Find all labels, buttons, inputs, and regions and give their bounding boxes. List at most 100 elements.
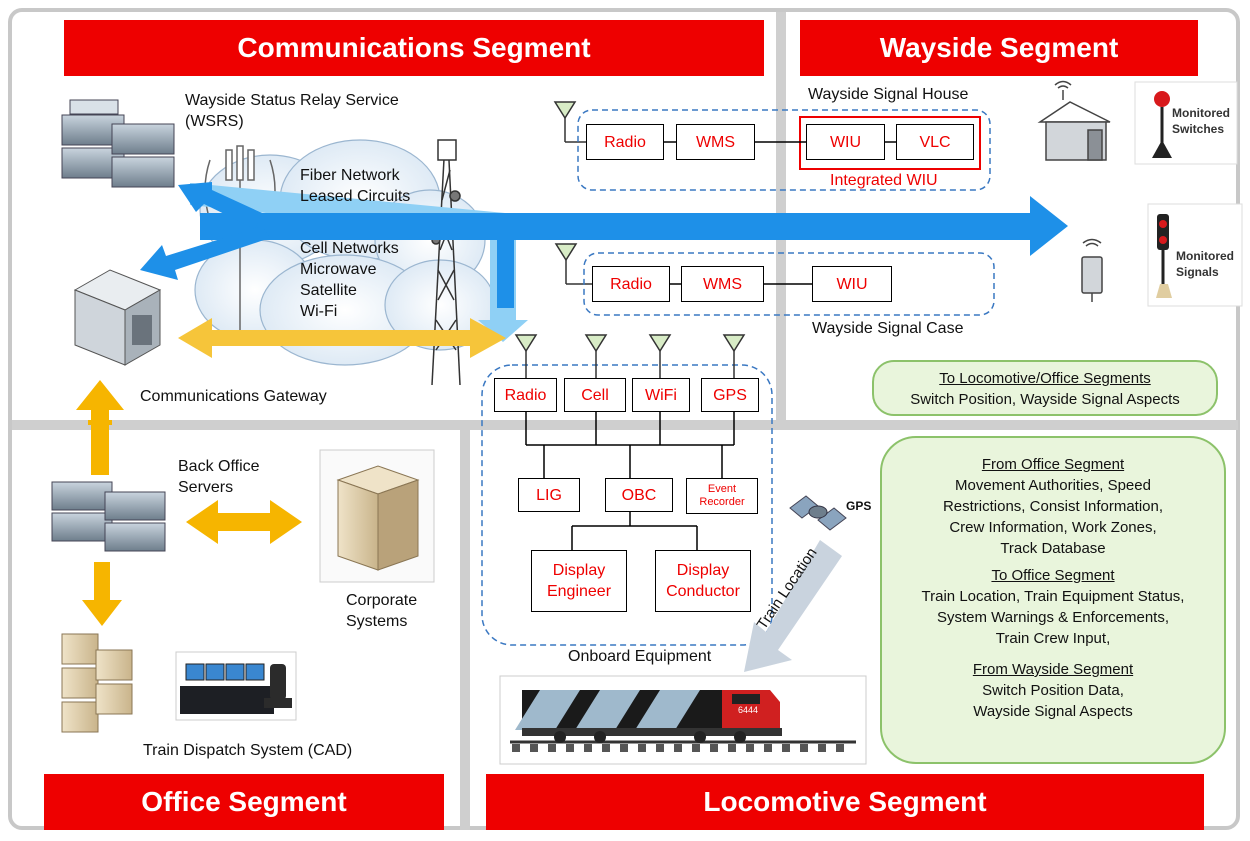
gateway-server-icon [73,269,162,366]
from-office-line1: Movement Authorities, Speed [955,477,1151,494]
display-conductor-line2: Conductor [666,583,740,600]
gps-satellite-label: GPS [846,499,872,513]
back-office-line2: Servers [178,479,234,496]
antenna-house-icon [553,101,586,143]
network-microwave: Microwave [300,261,377,278]
onboard-cell-box: Cell [564,378,626,412]
monitored-switches-label: Monitored Switches [1172,105,1230,137]
onboard-dashed [481,364,773,646]
corporate-line1: Corporate [346,592,418,609]
wsrs-label-line2: (WSRS) [185,113,244,130]
monitored-signals-line1: Monitored [1176,249,1234,263]
info-box: From Office Segment Movement Authorities… [880,436,1226,764]
house-wms-box: WMS [676,124,755,160]
onboard-radio-box: Radio [494,378,557,412]
signal-house-icon [1037,80,1111,161]
from-office-line2: Restrictions, Consist Information, [942,498,1164,515]
dispatch-server-icon [61,633,133,733]
from-wayside-title: From Wayside Segment [972,661,1134,678]
wsrs-label-line1: Wayside Status Relay Service [185,92,399,109]
gold-arrow-comm [178,318,506,358]
signal-house-label: Wayside Signal House [808,86,969,103]
from-office-line3: Crew Information, Work Zones, [949,519,1157,536]
network-satellite: Satellite [300,282,357,299]
case-radio-box: Radio [592,266,670,302]
display-engineer-line2: Engineer [546,583,612,600]
house-wiu-box: WIU [806,124,885,160]
locomotive-icon [499,675,867,765]
signal-case-label: Wayside Signal Case [812,320,964,337]
back-office-label: Back Office Servers [178,456,260,498]
network-fiber: Fiber Network [300,167,400,184]
case-wms-box: WMS [681,266,764,302]
from-wayside-line1: Switch Position Data, [982,682,1124,699]
monitored-signals-label: Monitored Signals [1176,248,1234,280]
signal-house-dashed [577,109,991,191]
gold-arrow-dispatch-shaft [94,562,110,602]
to-office-title: To Office Segment [991,567,1115,584]
gateway-label: Communications Gateway [140,388,327,405]
case-wiu-box: WIU [812,266,892,302]
monitored-signal-icon [1147,203,1243,307]
locomotive-segment-banner: Locomotive Segment [486,774,1204,830]
network-wifi: Wi-Fi [300,303,338,320]
signal-case-icon [1081,238,1103,302]
to-loco-office-title: To Locomotive/Office Segments [939,370,1151,387]
to-office-line3: Train Crew Input, [995,630,1111,647]
integrated-wiu-outline [799,116,981,170]
display-conductor-line1: Display [676,562,730,579]
onboard-wifi-box: WiFi [632,378,690,412]
antenna-case-icon [554,243,592,285]
house-vlc-box: VLC [896,124,974,160]
onboard-gps-box: GPS [701,378,759,412]
wayside-segment-banner: Wayside Segment [800,20,1198,76]
to-loco-office-box: To Locomotive/Office Segments Switch Pos… [872,360,1218,416]
gold-arrow-dispatch-head [82,600,122,626]
gps-satellite-icon [786,480,876,546]
blue-arrow-right [200,196,1068,256]
dispatch-desk-icon [175,651,297,721]
obc-box: OBC [605,478,673,512]
wsrs-label: Wayside Status Relay Service (WSRS) [185,90,399,132]
corporate-server-icon [319,449,435,583]
house-radio-box: Radio [586,124,664,160]
event-recorder-box: Event Recorder [686,478,758,514]
gold-arrow-gateway [76,380,124,425]
from-wayside-line2: Wayside Signal Aspects [973,703,1133,720]
office-segment-banner: Office Segment [44,774,444,830]
network-labels-2: Cell Networks Microwave Satellite Wi-Fi [300,238,399,322]
network-labels: Fiber Network Leased Circuits [300,165,410,207]
blue-arrow-to-gateway [140,226,270,280]
gold-arrow-gateway-shaft [91,405,109,475]
back-office-line1: Back Office [178,458,260,475]
onboard-bus [525,412,735,550]
vertical-divider-bottom [460,425,470,830]
lig-box: LIG [518,478,580,512]
integrated-wiu-label: Integrated WIU [830,172,938,189]
monitored-switch-icon [1134,81,1238,165]
wsrs-server-icon [61,99,175,188]
wayside-connectors [664,141,896,285]
train-location-arrow [744,540,842,672]
light-blue-arrowhead-down [478,320,528,342]
event-recorder-line2: Recorder [699,496,745,508]
corporate-line2: Systems [346,613,408,630]
communications-segment-banner: Communications Segment [64,20,764,76]
gold-arrow-office [186,500,302,544]
to-loco-office-text: Switch Position, Wayside Signal Aspects [910,391,1180,408]
blue-arrow-to-wsrs [178,182,262,229]
dispatch-label: Train Dispatch System (CAD) [143,742,353,759]
network-cell: Cell Networks [300,240,399,257]
signal-case-dashed [583,252,995,316]
blue-arrow-vertical [497,213,514,308]
horizontal-divider [12,420,1238,430]
display-engineer-box: Display Engineer [531,550,627,612]
from-office-line4: Track Database [1000,540,1106,557]
event-recorder-line1: Event [707,483,737,495]
back-office-server-icon [51,481,166,552]
network-leased: Leased Circuits [300,188,411,205]
corporate-label: Corporate Systems [346,590,417,632]
onboard-equipment-label: Onboard Equipment [568,648,712,665]
display-engineer-line1: Display [552,562,606,579]
